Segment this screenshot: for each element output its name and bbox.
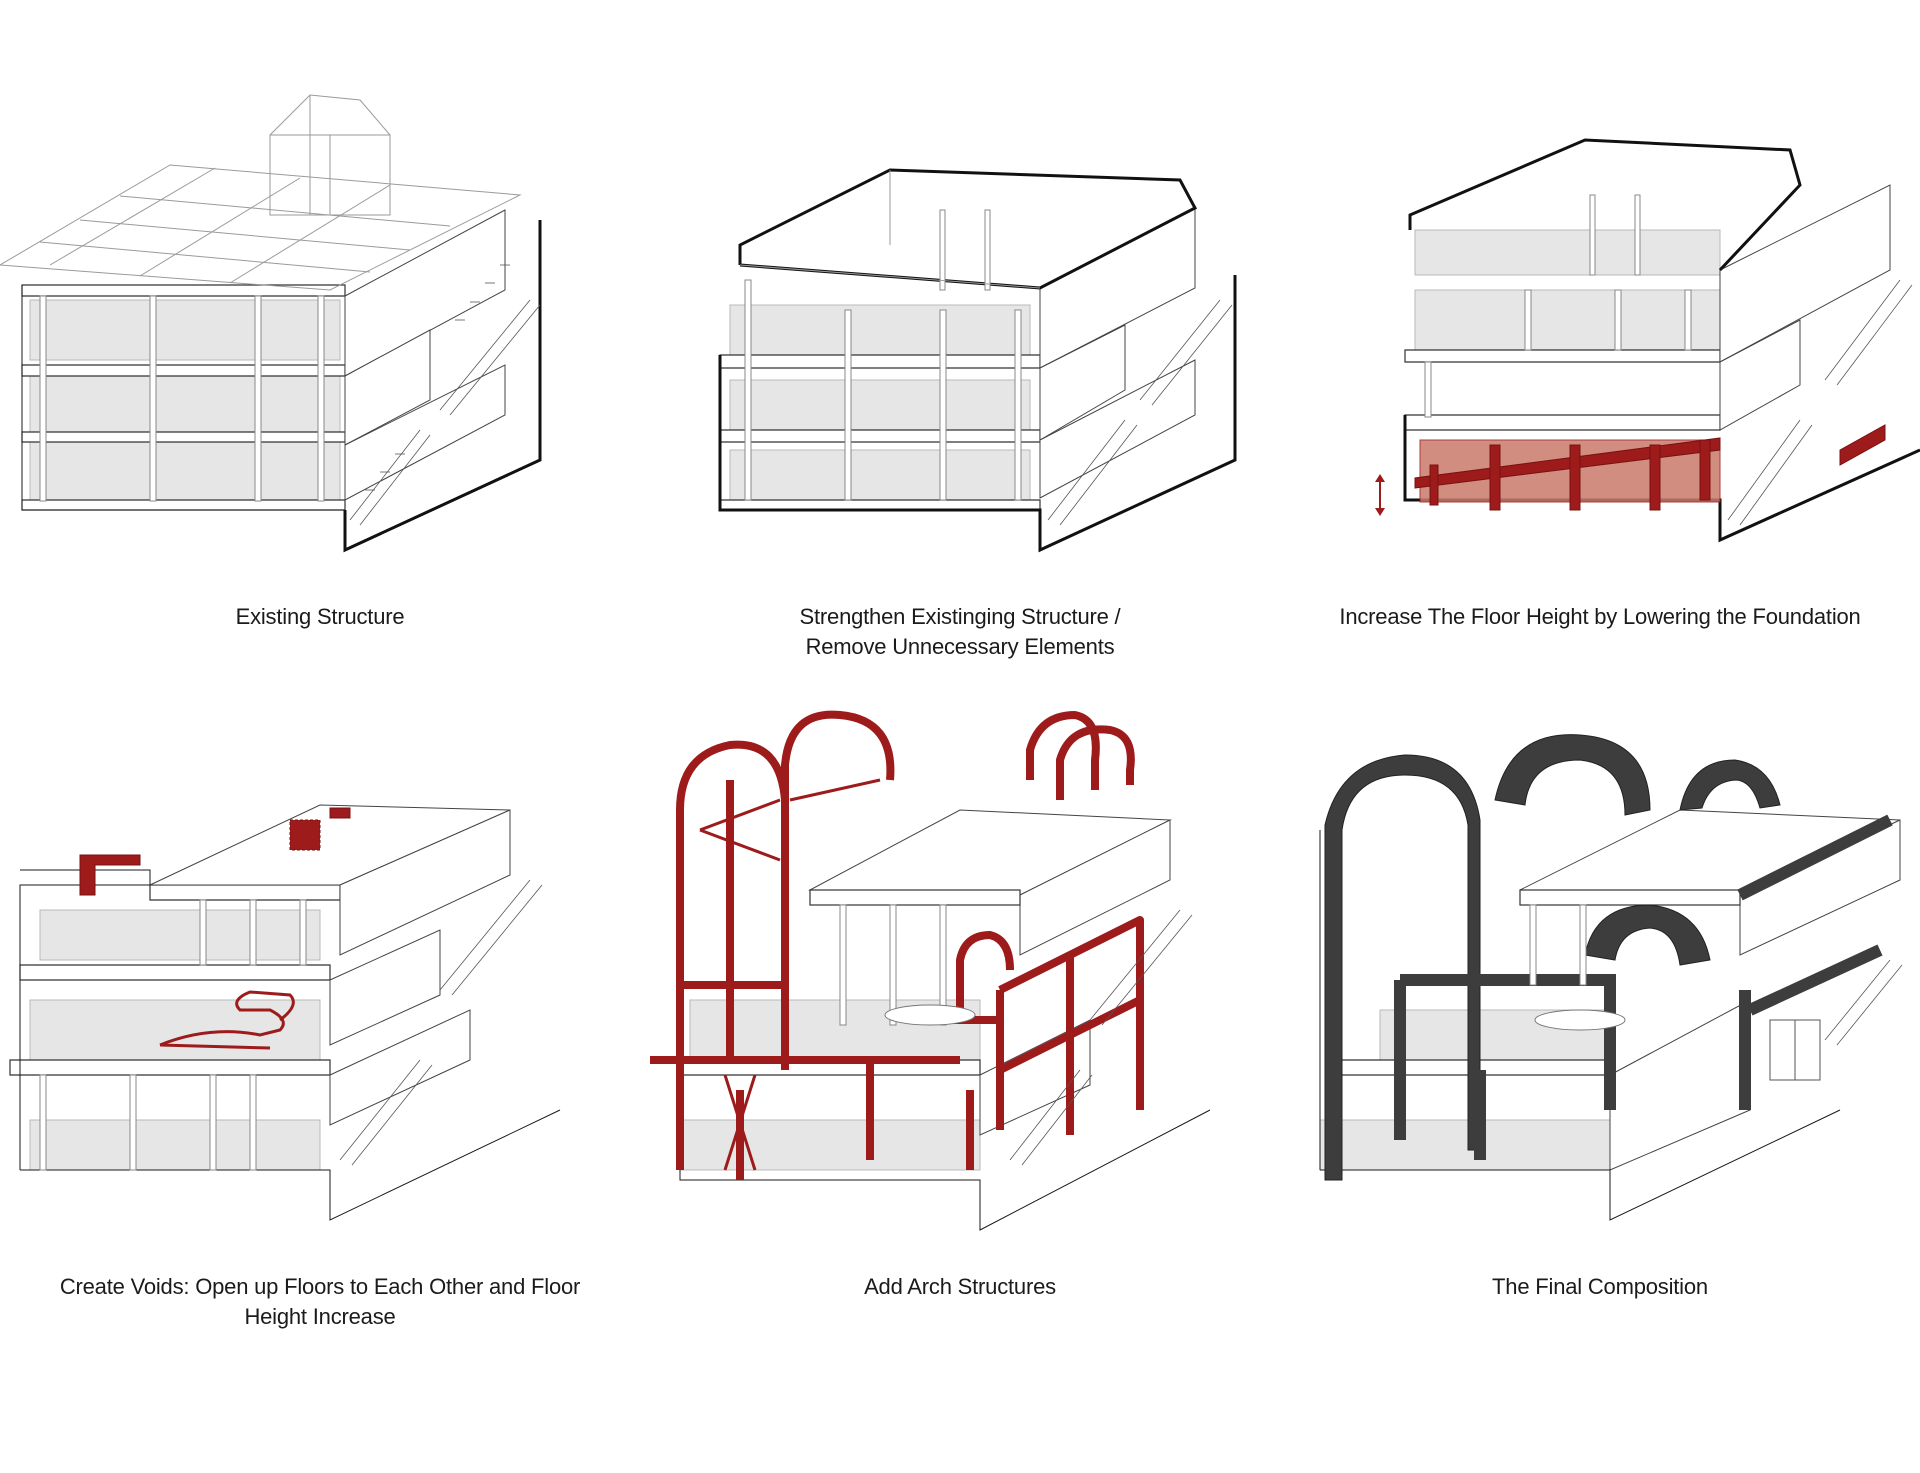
step-4-panel: Create Voids: Open up Floors to Each Oth… bbox=[0, 690, 640, 1390]
step-3-caption: Increase The Floor Height by Lowering th… bbox=[1280, 602, 1920, 632]
add-arch-structures-drawing bbox=[640, 690, 1280, 1250]
step-2-caption: Strengthen Existinging Structure / Remov… bbox=[640, 602, 1280, 662]
step-6-caption: The Final Composition bbox=[1280, 1272, 1920, 1302]
step-2-panel: Strengthen Existinging Structure / Remov… bbox=[640, 20, 1280, 720]
step-1-caption: Existing Structure bbox=[0, 602, 640, 632]
final-composition-drawing bbox=[1280, 690, 1920, 1250]
step-1-caption-line-1: Existing Structure bbox=[0, 602, 640, 632]
step-6-caption-line-1: The Final Composition bbox=[1280, 1272, 1920, 1302]
step-6-panel: The Final Composition bbox=[1280, 690, 1920, 1390]
step-1-panel: Existing Structure bbox=[0, 20, 640, 720]
existing-structure-drawing bbox=[0, 20, 640, 580]
step-4-caption: Create Voids: Open up Floors to Each Oth… bbox=[0, 1272, 640, 1332]
step-2-caption-line-2: Remove Unnecessary Elements bbox=[640, 632, 1280, 662]
lower-foundation-drawing bbox=[1280, 20, 1920, 580]
step-5-caption-line-1: Add Arch Structures bbox=[640, 1272, 1280, 1302]
step-4-caption-line-2: Height Increase bbox=[0, 1302, 640, 1332]
step-5-caption: Add Arch Structures bbox=[640, 1272, 1280, 1302]
step-3-caption-line-1: Increase The Floor Height by Lowering th… bbox=[1280, 602, 1920, 632]
step-3-panel: Increase The Floor Height by Lowering th… bbox=[1280, 20, 1920, 720]
create-voids-drawing bbox=[0, 690, 640, 1250]
height-arrow-icon bbox=[1375, 474, 1385, 516]
step-4-caption-line-1: Create Voids: Open up Floors to Each Oth… bbox=[0, 1272, 640, 1302]
step-2-caption-line-1: Strengthen Existinging Structure / bbox=[640, 602, 1280, 632]
strengthen-structure-drawing bbox=[640, 20, 1280, 580]
step-5-panel: Add Arch Structures bbox=[640, 690, 1280, 1390]
